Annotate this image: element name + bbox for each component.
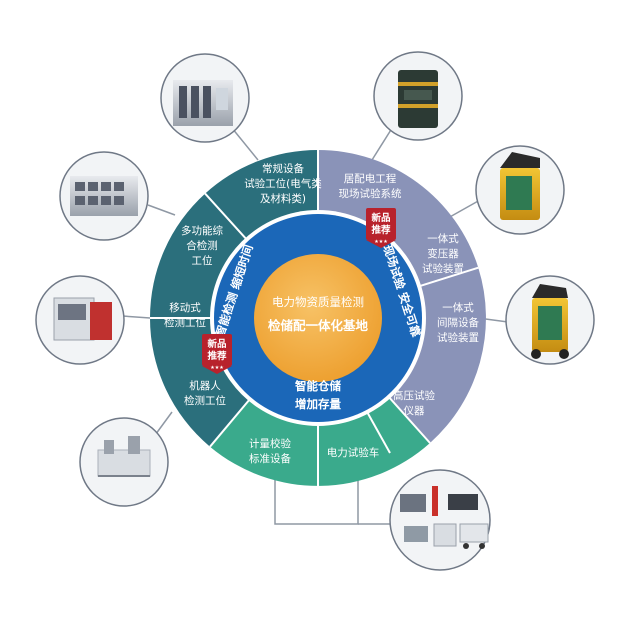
photo-mobile-station — [35, 275, 125, 365]
label-interval: 一体式间隔设备试验装置 — [437, 301, 479, 344]
core-title-line1: 电力物资质量检测 — [272, 295, 364, 309]
segment-multi — [150, 193, 248, 318]
connector-mobile — [121, 315, 151, 319]
label-routine: 常规设备试验工位(电气类及材料类) — [244, 162, 322, 205]
connector-lines — [121, 124, 509, 525]
photo-routine-station — [160, 53, 250, 143]
photo-multi-station — [59, 151, 149, 241]
badge-new-top: 新品 推荐 ★★★ — [366, 208, 396, 248]
label-distribution: 居配电工程现场试验系统 — [339, 172, 402, 200]
svg-text:新品: 新品 — [371, 212, 390, 224]
segment-green — [210, 396, 430, 486]
label-multi: 多功能综合检测工位 — [181, 224, 223, 267]
connector-bracket — [274, 480, 359, 525]
photo-test-equipment — [389, 469, 491, 571]
connector-multi — [147, 204, 176, 216]
connector-transformer — [447, 199, 481, 219]
svg-text:推荐: 推荐 — [371, 224, 391, 236]
label-vehicle: 电力试验车 — [327, 446, 380, 459]
segment-separators — [150, 150, 479, 486]
segment-robot — [150, 318, 251, 447]
svg-text:推荐: 推荐 — [207, 350, 227, 362]
label-transformer: 一体式变压器试验装置 — [422, 232, 464, 275]
inner-label-bottom-2: 增加存量 — [295, 397, 341, 411]
core-title-line2: 检储配一体化基地 — [268, 318, 369, 333]
photo-interval-device — [505, 275, 595, 365]
photo-distribution-system — [373, 51, 463, 141]
label-mobile: 移动式检测工位 — [164, 301, 206, 329]
label-highvoltage: 高压试验仪器 — [393, 389, 435, 417]
core-circle — [254, 254, 382, 382]
connector-routine — [231, 127, 259, 161]
label-robot: 机器人检测工位 — [184, 379, 226, 407]
segment-distribution — [318, 150, 479, 287]
inner-label-bottom-1: 智能仓储 — [295, 379, 341, 393]
photo-robot-station — [79, 417, 169, 507]
outer-ring — [150, 150, 486, 486]
svg-text:★★★: ★★★ — [374, 239, 388, 245]
badge-new-left: 新品 推荐 ★★★ — [202, 334, 232, 374]
segment-interval — [388, 267, 486, 443]
segment-labels: 常规设备试验工位(电气类及材料类) 多功能综合检测工位 移动式检测工位 机器人检… — [164, 162, 479, 465]
segment-routine — [205, 150, 318, 241]
label-metering: 计量校验标准设备 — [249, 437, 291, 465]
svg-text:新品: 新品 — [207, 338, 226, 350]
photo-transformer-device — [475, 145, 565, 235]
svg-text:★★★: ★★★ — [210, 365, 224, 371]
